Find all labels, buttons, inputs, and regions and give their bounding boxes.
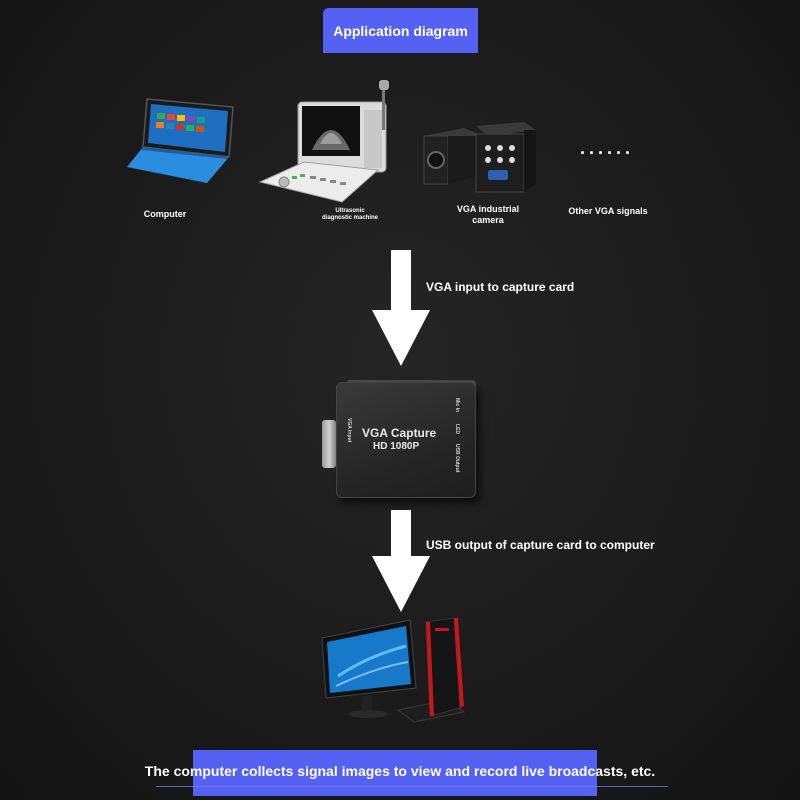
caption-underline bbox=[156, 786, 668, 787]
device-label-other: Other VGA signals bbox=[568, 206, 648, 216]
industrial-camera-image bbox=[423, 122, 536, 193]
diagram-title: Application diagram bbox=[323, 8, 478, 53]
capture-card-title: VGA Capture bbox=[362, 426, 437, 440]
capture-card-subtitle: HD 1080P bbox=[373, 441, 420, 452]
ultrasonic-machine-image bbox=[258, 80, 389, 203]
arrow-down-icon bbox=[391, 510, 411, 562]
diagram-title-text: Application diagram bbox=[333, 22, 468, 39]
capture-card-port-usb-label: USB Output bbox=[454, 444, 460, 473]
computer-image bbox=[127, 98, 234, 183]
capture-card-port-led-label: LED bbox=[454, 424, 460, 434]
device-label-computer: Computer bbox=[143, 209, 187, 219]
capture-card-port-vga-label: VGA Input bbox=[346, 418, 352, 443]
device-label-camera: VGA industrial camera bbox=[456, 204, 520, 225]
vga-port-icon bbox=[322, 420, 336, 468]
step-label-vga-input: VGA input to capture card bbox=[426, 280, 575, 294]
caption-highlight bbox=[193, 750, 597, 796]
desktop-computer-image bbox=[321, 617, 466, 723]
device-label-ultrasonic: Ultrasonic diagnostic machine bbox=[322, 208, 379, 221]
caption-text: The computer collects signal images to v… bbox=[144, 763, 656, 779]
capture-card-body bbox=[336, 382, 476, 498]
ellipsis-dots: ······ bbox=[580, 143, 634, 163]
capture-card-port-mic-label: Mic In bbox=[454, 398, 460, 413]
arrow-head-icon bbox=[372, 556, 430, 612]
step-label-usb-output: USB output of capture card to computer bbox=[426, 538, 655, 552]
arrow-head-icon bbox=[372, 310, 430, 366]
arrow-down-icon bbox=[391, 250, 411, 312]
